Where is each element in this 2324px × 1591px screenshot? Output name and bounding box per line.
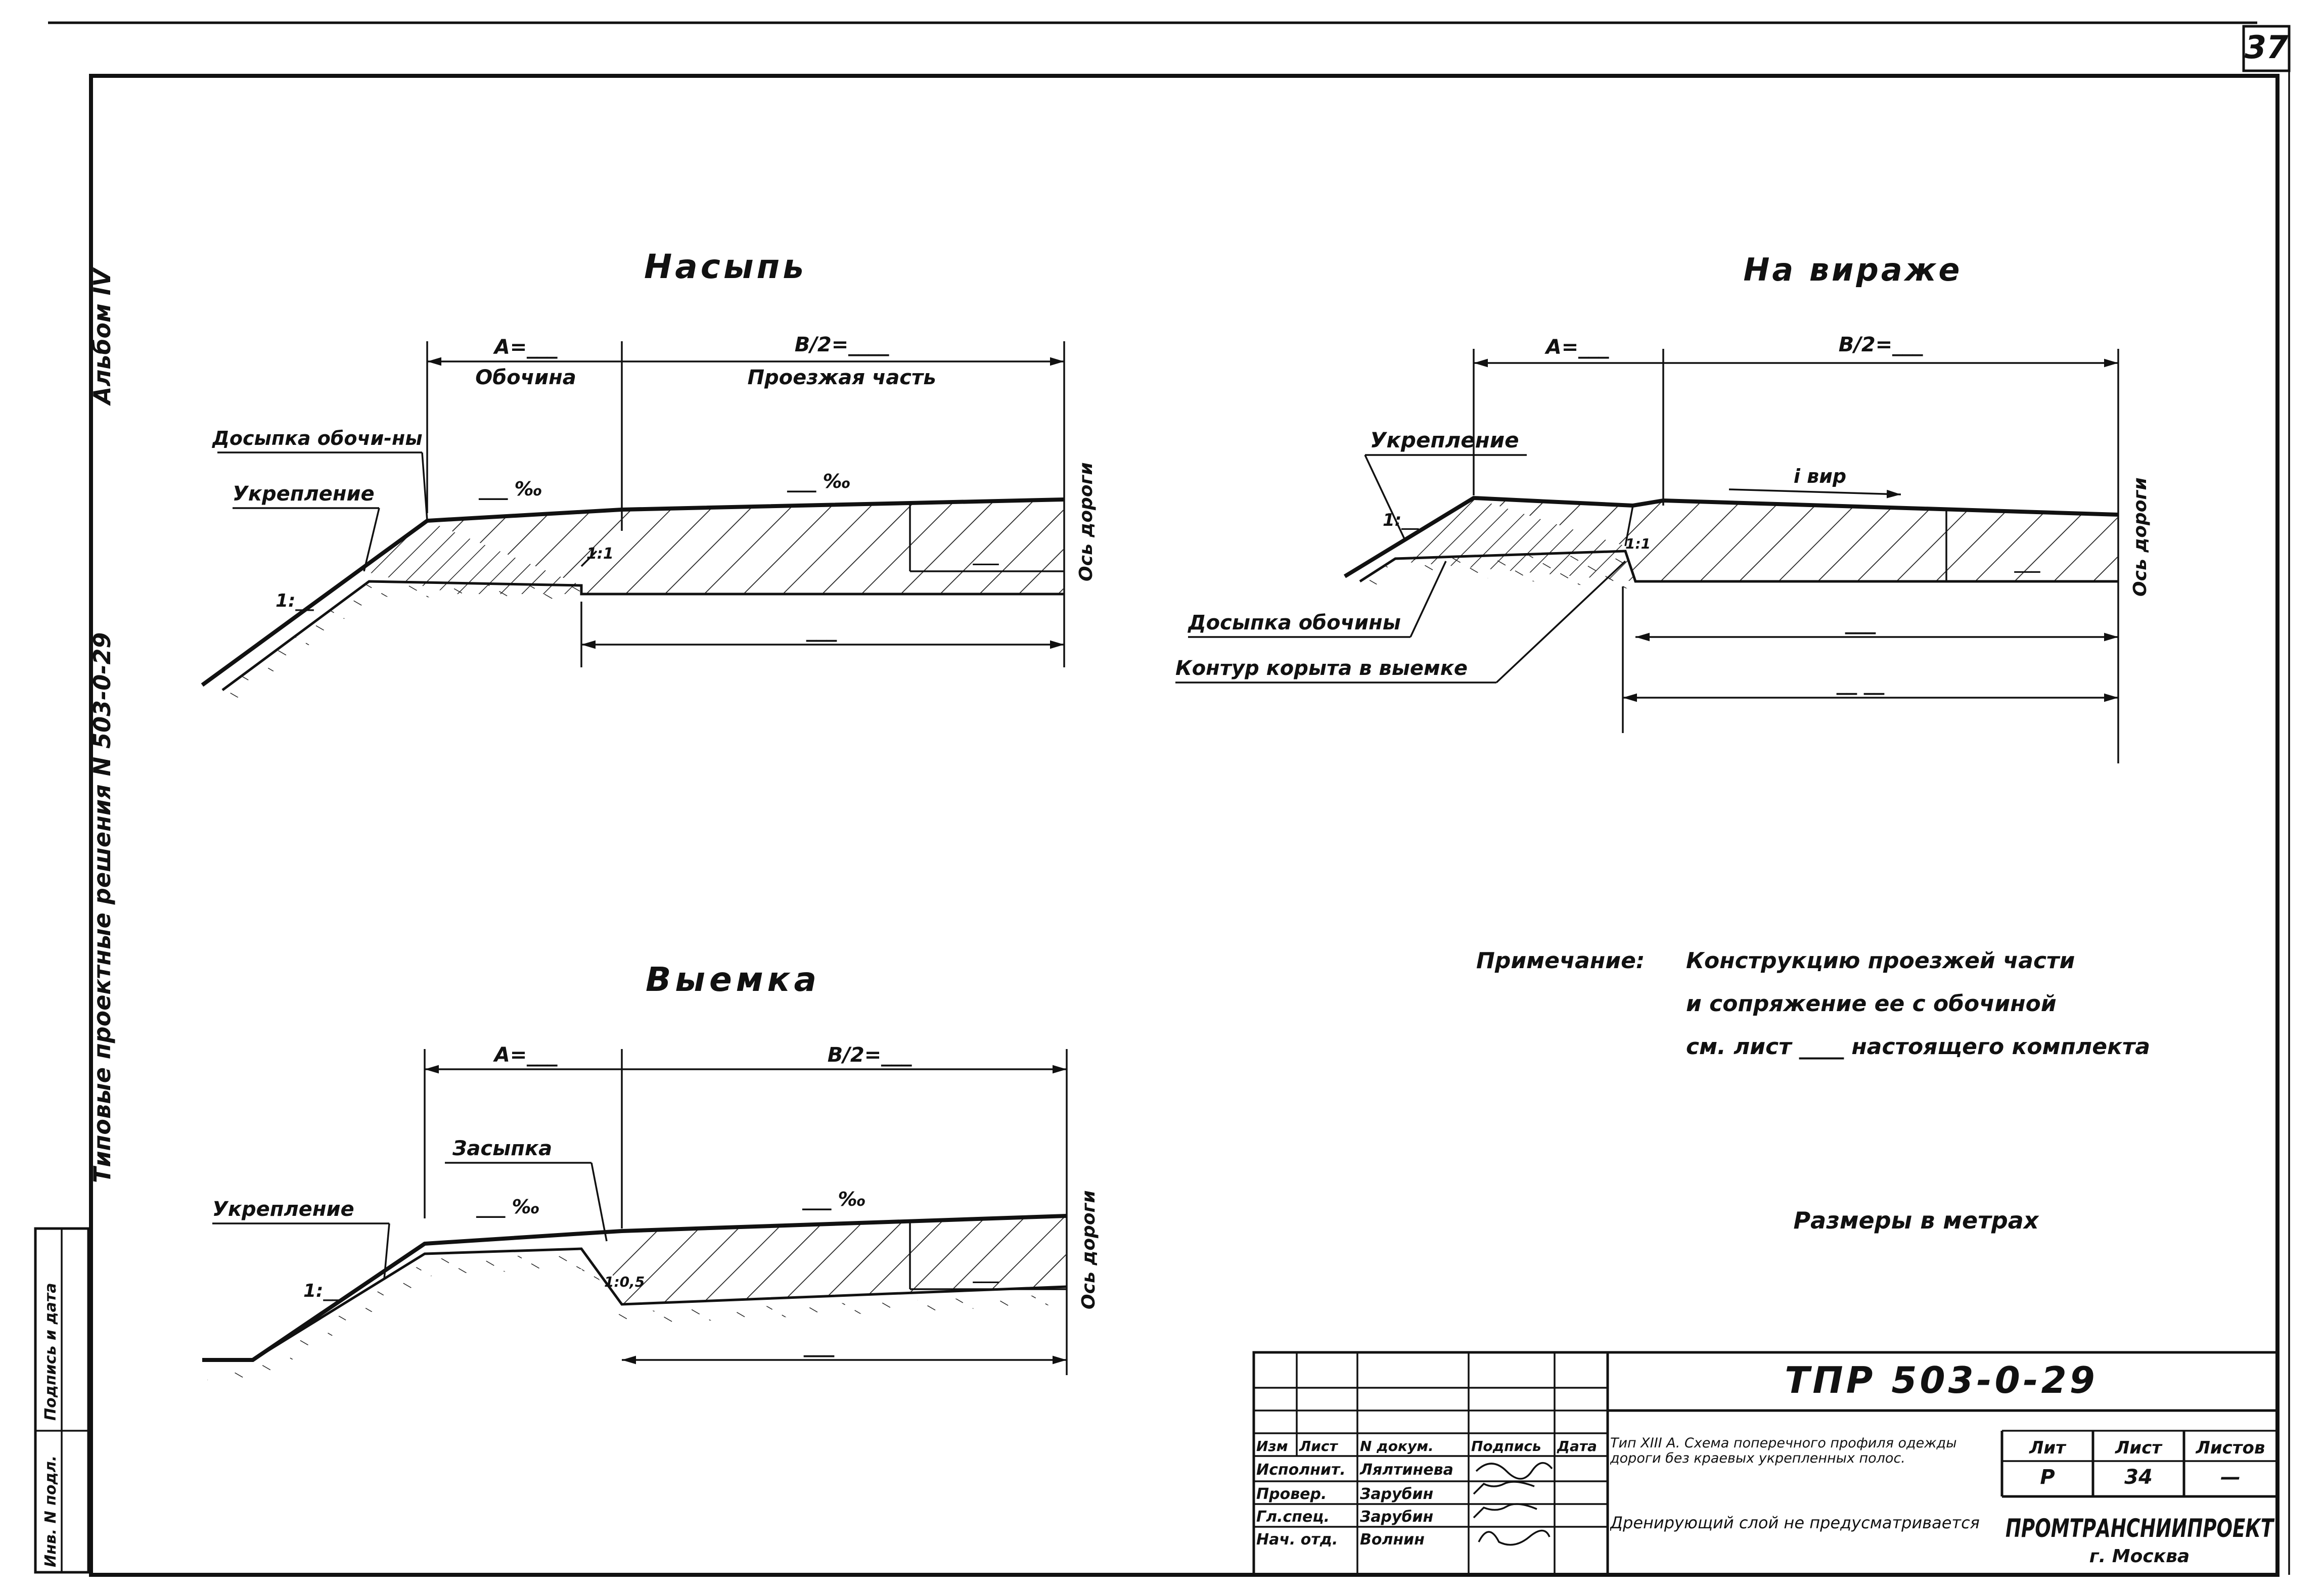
vyemka-label-reinf: Укрепление bbox=[212, 1198, 354, 1221]
vyemka-slope-shoulder: ___ ‰ bbox=[476, 1196, 540, 1218]
virazh-dim-bottom2: __ __ bbox=[1836, 672, 1885, 695]
tb-sheet-header: Лист bbox=[2115, 1438, 2163, 1458]
dimensions-note: Размеры в метрах bbox=[1793, 1207, 2039, 1234]
nasyp-dim-bottom: ___ bbox=[806, 619, 837, 642]
vyemka-slope-ratio: 1:__ bbox=[303, 1281, 342, 1301]
signature-3 bbox=[1473, 1503, 1537, 1519]
tb-name-3: Зарубин bbox=[1359, 1508, 1433, 1526]
tb-drainage: Дренирующий слой не предусматривается bbox=[1610, 1514, 1980, 1532]
note-block: Примечание: Конструкцию проезжей части и… bbox=[1476, 948, 2150, 1060]
tb-header-date: Дата bbox=[1557, 1438, 1597, 1454]
tb-header-doc: N докум. bbox=[1360, 1438, 1434, 1454]
virazh-label-trough: Контур корыта в выемке bbox=[1175, 657, 1468, 680]
virazh-dim-lane: В/2=___ bbox=[1839, 333, 1923, 356]
nasyp-slope-ratio: 1:__ bbox=[276, 590, 314, 611]
inv-number-label: Инв. N подл. bbox=[42, 1456, 60, 1567]
tb-header-list: Лист bbox=[1299, 1438, 1338, 1454]
tb-sheets: — bbox=[2220, 1466, 2241, 1489]
signature-1 bbox=[1475, 1462, 1553, 1480]
note-label: Примечание: bbox=[1476, 948, 1645, 974]
nasyp-label-fill: Досыпка обочи-ны bbox=[212, 427, 423, 449]
tb-role-4: Нач. отд. bbox=[1256, 1531, 1338, 1549]
sheet-number: 37 bbox=[2245, 29, 2289, 66]
virazh-slope-lane: i вир bbox=[1794, 465, 1846, 487]
nasyp-axis: Ось дороги bbox=[1076, 462, 1097, 581]
virazh-label-reinf: Укрепление bbox=[1370, 428, 1519, 452]
tb-role-3: Гл.спец. bbox=[1256, 1508, 1330, 1526]
diagram-virazh: На вираже А=___ В/2=___ Укрепление i вир… bbox=[1175, 251, 2151, 763]
note-line-2: и сопряжение ее с обочиной bbox=[1686, 991, 2057, 1017]
virazh-label-fill: Досыпка обочины bbox=[1187, 611, 1401, 634]
title-block: Изм Лист N докум. Подпись Дата Исполнит.… bbox=[1252, 1351, 2279, 1576]
vyemka-ditch-ratio: 1:0,5 bbox=[604, 1274, 645, 1290]
tb-city: г. Москва bbox=[2089, 1546, 2190, 1567]
note-line-3: см. лист ____ настоящего комплекта bbox=[1686, 1034, 2150, 1060]
tb-role-1: Исполнит. bbox=[1256, 1461, 1346, 1479]
side-stamp: Альбом IV Типовые проектные решения N 50… bbox=[34, 267, 116, 1574]
nasyp-dim-shoulder: А=___ bbox=[493, 336, 558, 359]
sheet-frame bbox=[48, 21, 2291, 1577]
tb-sheet: 34 bbox=[2124, 1466, 2153, 1489]
tb-org: ПРОМТРАНСНИИПРОЕКТ bbox=[2006, 1514, 2275, 1543]
nasyp-layer-dim: ___ bbox=[973, 546, 999, 566]
nasyp-title: Насыпь bbox=[644, 247, 807, 286]
tb-header-sign: Подпись bbox=[1471, 1438, 1541, 1454]
virazh-mini-ratio: 1:1 bbox=[1625, 535, 1651, 552]
tb-description: Тип XIII А. Схема поперечного профиля од… bbox=[1610, 1436, 1957, 1466]
signature-date-label: Подпись и дата bbox=[42, 1283, 60, 1421]
virazh-axis: Ось дороги bbox=[2130, 477, 2151, 597]
note-line-1: Конструкцию проезжей части bbox=[1686, 948, 2075, 974]
vyemka-axis: Ось дороги bbox=[1078, 1190, 1099, 1309]
vyemka-dim-lane: В/2=___ bbox=[828, 1043, 912, 1067]
virazh-title: На вираже bbox=[1744, 251, 1963, 288]
nasyp-label-lane: Проезжая часть bbox=[747, 366, 936, 389]
virazh-layer-dim: ___ bbox=[2014, 553, 2041, 573]
vyemka-layer-dim: ___ bbox=[973, 1263, 999, 1284]
signature-2 bbox=[1473, 1481, 1535, 1495]
virazh-dim-shoulder: А=___ bbox=[1544, 336, 1609, 359]
series-label: Типовые проектные решения N 503-0-29 bbox=[88, 632, 116, 1183]
vyemka-title: Выемка bbox=[646, 960, 821, 999]
virazh-dim-bottom1: ___ bbox=[1845, 611, 1876, 634]
tb-stage-header: Лит bbox=[2029, 1438, 2067, 1458]
nasyp-label-shoulder: Обочина bbox=[475, 366, 576, 389]
tb-name-1: Лялтинева bbox=[1359, 1461, 1453, 1479]
nasyp-dim-lane: В/2=____ bbox=[795, 333, 889, 356]
virazh-slope-ratio: 1:__ bbox=[1383, 510, 1419, 530]
tb-sheets-header: Листов bbox=[2196, 1438, 2265, 1458]
album-label: Альбом IV bbox=[88, 267, 116, 406]
tb-name-2: Зарубин bbox=[1359, 1485, 1433, 1503]
vyemka-slope-lane: ___ ‰ bbox=[802, 1188, 866, 1210]
tb-role-2: Провер. bbox=[1256, 1485, 1327, 1503]
diagram-vyemka: Выемка А=___ В/2=___ Укрепление Засыпка … bbox=[202, 960, 1099, 1380]
vyemka-dim-bottom: ___ bbox=[803, 1334, 835, 1357]
nasyp-label-reinf: Укрепление bbox=[233, 482, 375, 506]
signature-4 bbox=[1478, 1529, 1551, 1546]
tb-stage: Р bbox=[2040, 1466, 2055, 1489]
nasyp-slope-lane: ___ ‰ bbox=[787, 470, 851, 492]
vyemka-label-fill: Засыпка bbox=[452, 1137, 552, 1160]
tb-code: ТПР 503-0-29 bbox=[1785, 1359, 2098, 1401]
vyemka-dim-shoulder: А=___ bbox=[493, 1043, 558, 1067]
nasyp-mini-ratio: 1:1 bbox=[586, 545, 614, 563]
diagram-nasyp: Насыпь А=___ В/2=____ Обочина Проезжая ч… bbox=[201, 247, 1097, 698]
nasyp-slope-shoulder: ___ ‰ bbox=[478, 478, 542, 500]
tb-name-4: Волнин bbox=[1360, 1531, 1425, 1549]
tb-header-izm: Изм bbox=[1256, 1438, 1288, 1454]
